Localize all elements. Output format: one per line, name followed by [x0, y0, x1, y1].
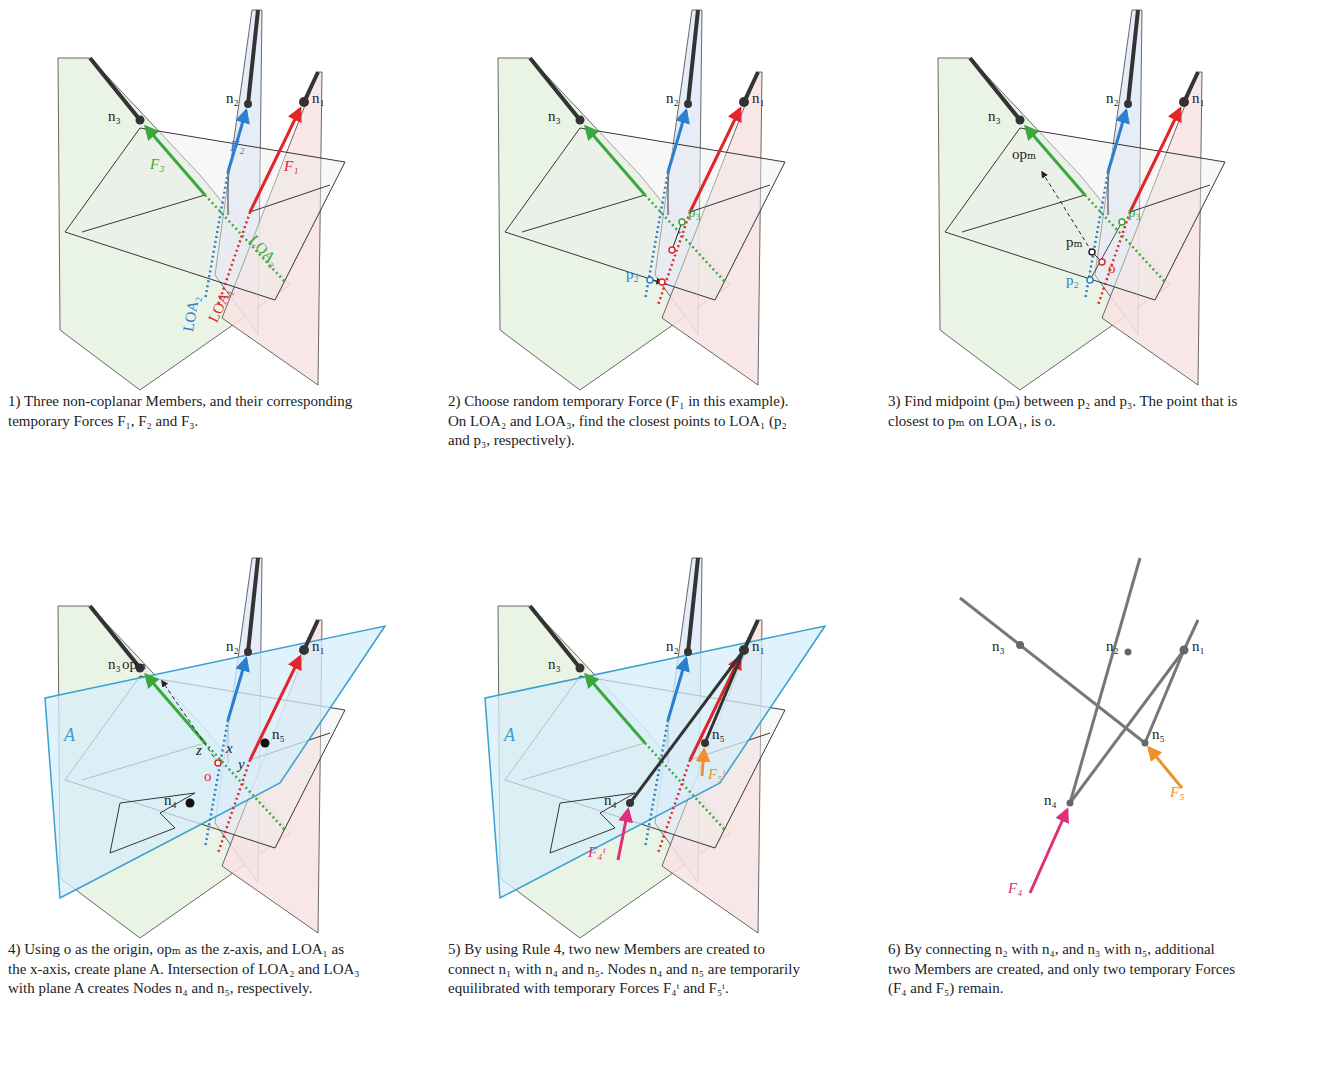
- point-label: n₁: [1192, 90, 1205, 107]
- point-label: n₄: [604, 792, 617, 809]
- point-label: n₁: [312, 90, 325, 107]
- step-caption: 3) Find midpoint (pₘ) between p₂ and p₃.…: [888, 392, 1240, 431]
- step-caption: 1) Three non-coplanar Members, and their…: [8, 392, 360, 431]
- point-label: n₁: [752, 638, 765, 655]
- point-label: A: [504, 726, 515, 746]
- point-label: F₄: [1008, 880, 1022, 897]
- point-label: p₃: [1128, 204, 1141, 221]
- panel-four: [45, 558, 385, 938]
- point-label: n₂: [666, 638, 679, 655]
- point-label: n₂: [1106, 90, 1119, 107]
- point-label: n₄: [1044, 792, 1057, 809]
- point-label: o: [204, 768, 212, 785]
- point-label: n₄: [164, 792, 177, 809]
- point-label: x: [226, 740, 233, 757]
- point-label: n₂: [666, 90, 679, 107]
- point-label: n₅: [1152, 726, 1165, 743]
- point-label: pₘ: [1066, 234, 1083, 251]
- step-caption: 4) Using o as the origin, opₘ as the z-a…: [8, 940, 360, 999]
- point-label: n₃: [548, 656, 561, 673]
- point-label: n₁: [312, 638, 325, 655]
- point-label: F₂: [230, 138, 244, 155]
- panel-six: [960, 558, 1198, 893]
- point-label: n₂: [1106, 638, 1119, 655]
- point-label: n₂: [226, 90, 239, 107]
- step-caption: 2) Choose random temporary Force (F₁ in …: [448, 392, 800, 451]
- step-caption: 5) By using Rule 4, two new Members are …: [448, 940, 800, 999]
- step-caption: 6) By connecting n₂ with n₄, and n₃ with…: [888, 940, 1240, 999]
- point-label: p₂: [1066, 272, 1079, 289]
- point-label: opₘ: [122, 656, 146, 673]
- point-label: A: [64, 726, 75, 746]
- point-label: n₃: [548, 108, 561, 125]
- point-label: n₅: [712, 726, 725, 743]
- panel-three: [938, 10, 1225, 390]
- point-label: opₘ: [1012, 146, 1036, 163]
- point-label: n₃: [992, 638, 1005, 655]
- panel-one: [58, 10, 345, 390]
- point-label: n₅: [272, 726, 285, 743]
- point-label: n₃: [108, 656, 121, 673]
- point-label: F₅: [1170, 784, 1184, 801]
- point-label: F₁: [284, 158, 298, 175]
- point-label: z: [196, 742, 202, 759]
- point-label: F₃: [150, 156, 164, 173]
- point-label: p₂: [626, 266, 639, 283]
- panel-two: [498, 10, 785, 390]
- point-label: o: [1108, 260, 1116, 277]
- panel-five: [485, 558, 825, 938]
- point-label: n₃: [988, 108, 1001, 125]
- point-label: y: [238, 756, 245, 773]
- point-label: n₂: [226, 638, 239, 655]
- point-label: n₃: [108, 108, 121, 125]
- point-label: n₁: [752, 90, 765, 107]
- point-label: F₅ᵗ: [708, 766, 725, 783]
- point-label: F₄ᵗ: [588, 844, 605, 861]
- point-label: p₃: [688, 204, 701, 221]
- point-label: n₁: [1192, 638, 1205, 655]
